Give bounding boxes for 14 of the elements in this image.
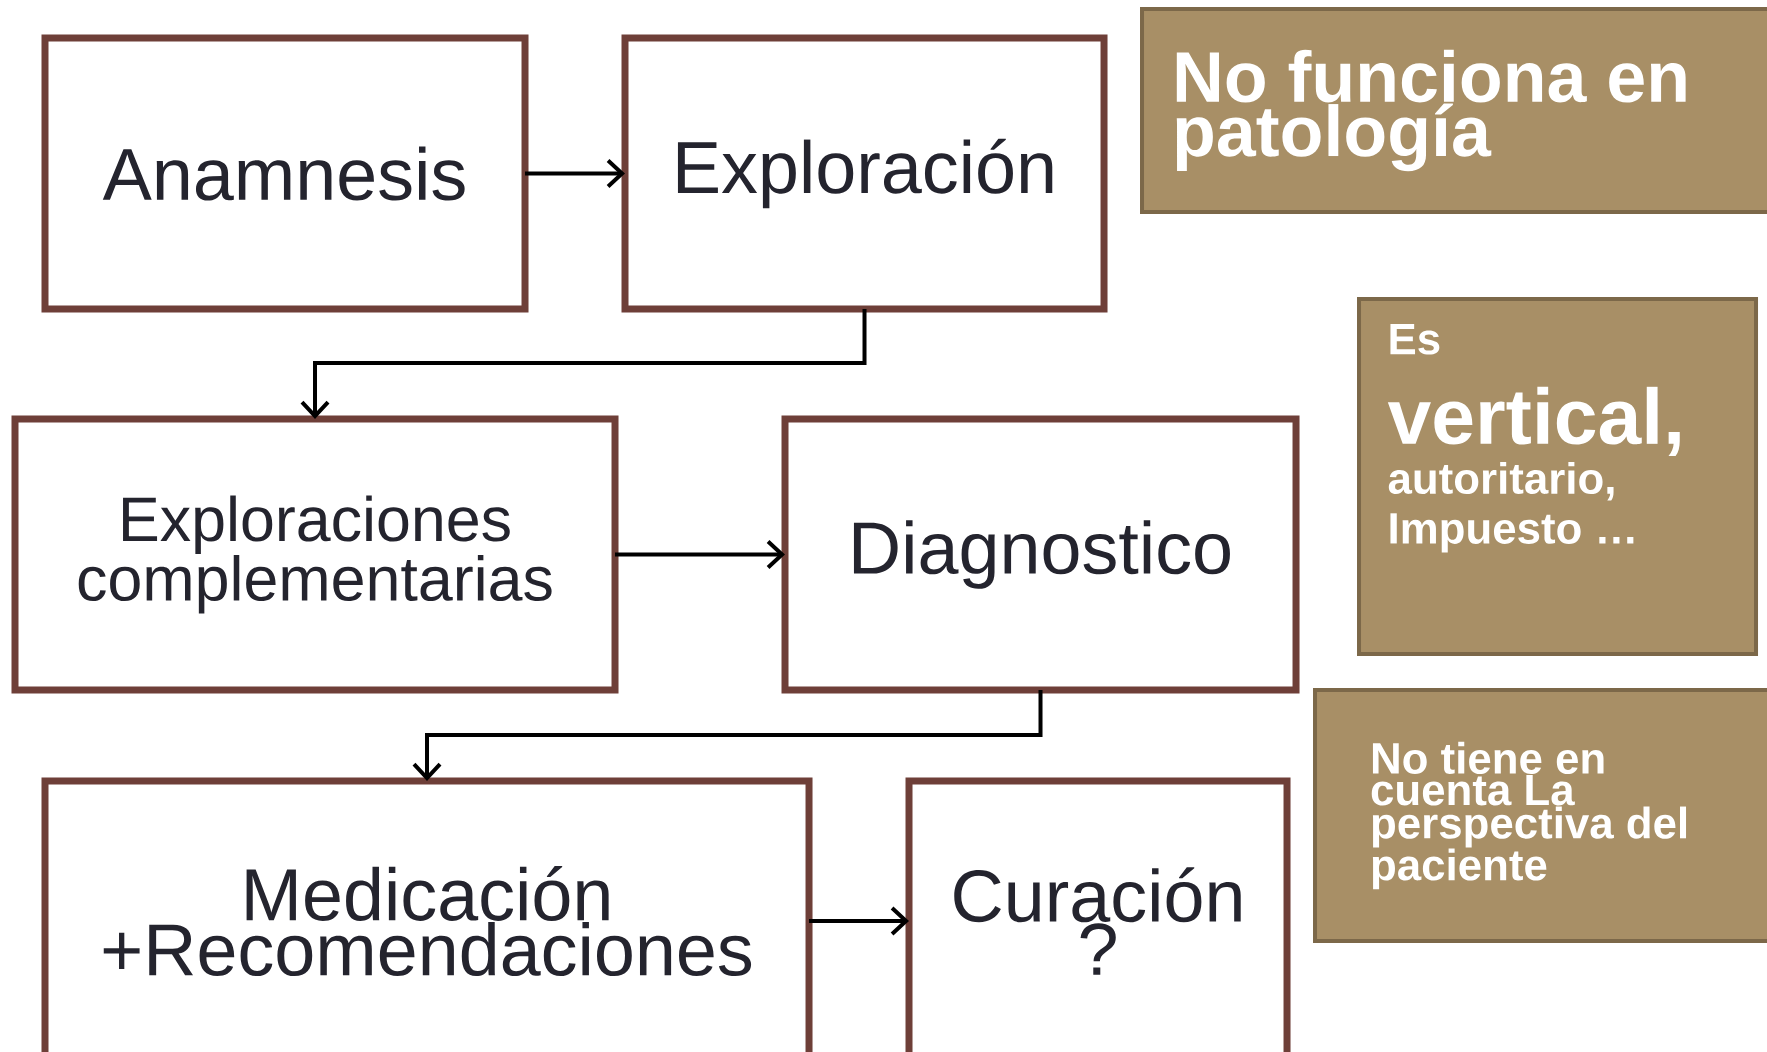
process-box: Anamnesis [41,34,529,313]
process-box: Exploración [621,34,1108,313]
process-box: Exploraciones complementarias [11,415,619,694]
arrow [615,540,785,569]
process-box: Medicación +Recomendaciones [41,777,813,1052]
arrow [300,309,867,419]
note-box: Es vertical, autoritario, Impuesto … [1357,297,1759,656]
note-box: No funciona en patología [1140,7,1767,214]
process-box: Curación ? [905,777,1291,1052]
arrow [809,906,909,936]
arrow [412,690,1043,781]
process-box: Diagnostico [781,415,1300,694]
note-box: No tiene en cuenta La perspectiva del paciente [1313,688,1767,943]
arrow [525,159,625,188]
